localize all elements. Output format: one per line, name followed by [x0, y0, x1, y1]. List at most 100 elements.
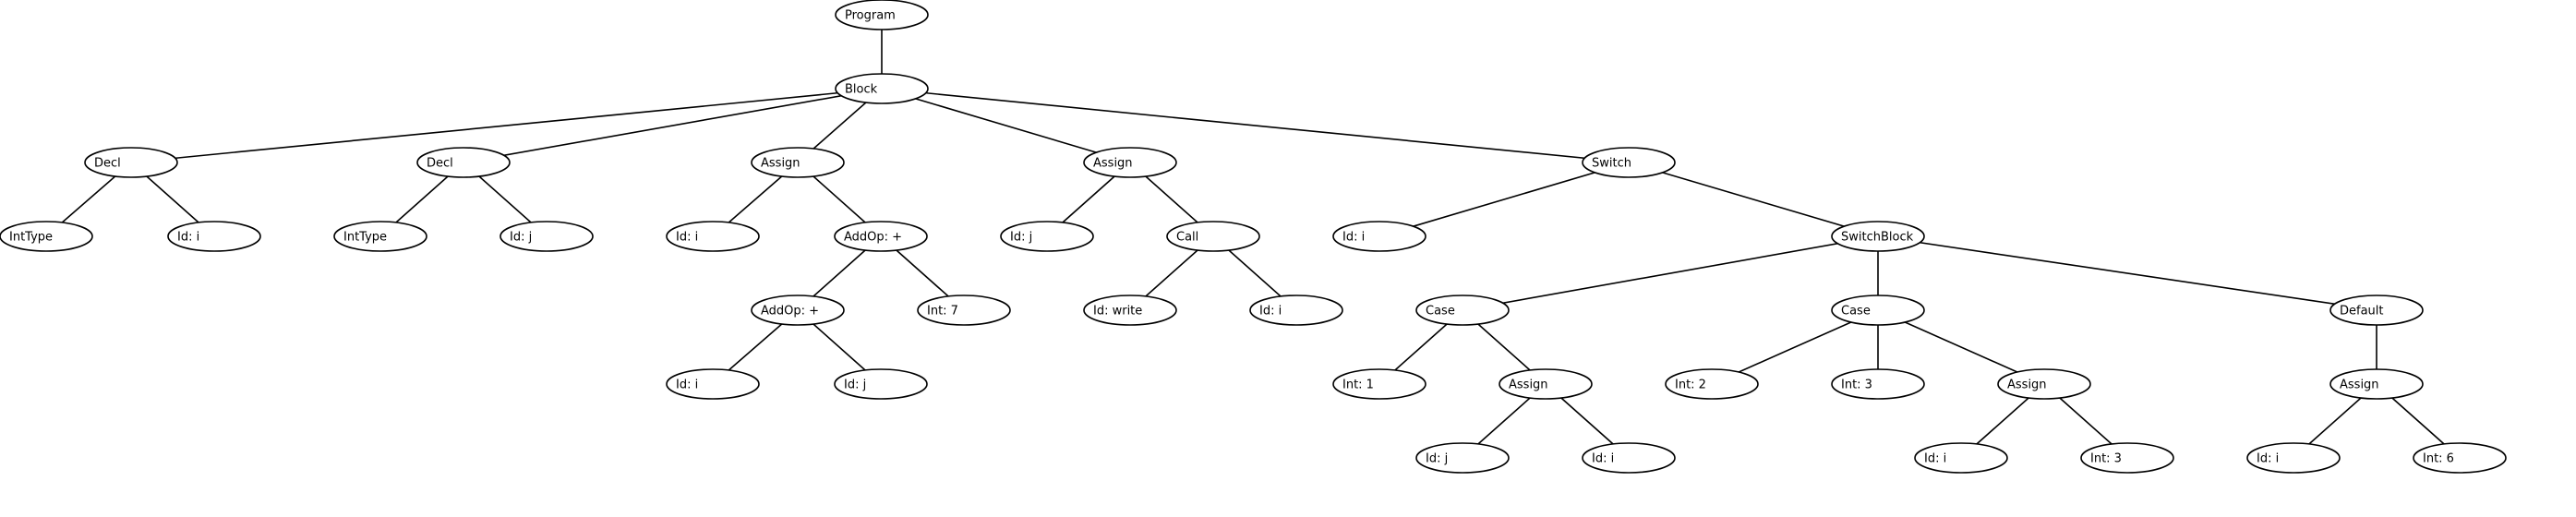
node-ellipse: [1831, 368, 1925, 400]
tree-node-case: Case: [1415, 295, 1510, 326]
node-label: Id: i: [676, 379, 698, 392]
tree-node-id-i: Id: i: [2246, 442, 2341, 474]
tree-node-id-i: Id: i: [167, 221, 261, 252]
tree-node-assign: Assign: [1997, 368, 2091, 400]
node-ellipse: [1582, 147, 1676, 178]
node-label: Int: 2: [1675, 379, 1706, 392]
node-label: SwitchBlock: [1841, 231, 1914, 245]
node-ellipse: [834, 221, 928, 252]
node-label: Id: j: [510, 231, 532, 245]
node-ellipse: [2246, 442, 2341, 474]
tree-node-addop: AddOp: +: [751, 295, 845, 326]
node-label: AddOp: +: [844, 231, 902, 245]
tree-node-id-j: Id: j: [500, 221, 594, 252]
node-label: Id: j: [1426, 452, 1448, 466]
node-label: Id: j: [844, 379, 866, 392]
tree-node-case: Case: [1831, 295, 1925, 326]
node-label: Case: [1426, 305, 1455, 319]
node-ellipse: [1166, 221, 1260, 252]
tree-edge: [1628, 162, 1879, 237]
tree-node-id-i: Id: i: [666, 368, 760, 400]
node-label: Int: 7: [927, 305, 958, 319]
node-ellipse: [84, 147, 178, 178]
tree-node-int-1: Int: 1: [1332, 368, 1426, 400]
node-ellipse: [751, 147, 845, 178]
tree-node-assign: Assign: [2329, 368, 2424, 400]
tree-node-decl: Decl: [84, 147, 178, 178]
node-ellipse: [1083, 147, 1177, 178]
node-ellipse: [1914, 442, 2008, 474]
node-label: Decl: [94, 157, 121, 171]
node-ellipse: [2329, 295, 2424, 326]
tree-node-id-i: Id: i: [1332, 221, 1426, 252]
tree-node-id-i: Id: i: [1914, 442, 2008, 474]
tree-node-assign: Assign: [1083, 147, 1177, 178]
tree-edge: [1877, 235, 2377, 311]
tree-node-decl: Decl: [416, 147, 511, 178]
tree-node-call: Call: [1166, 221, 1260, 252]
tree-node-inttype: IntType: [333, 221, 427, 252]
node-ellipse: [1415, 442, 1510, 474]
node-label: Call: [1176, 231, 1198, 245]
node-ellipse: [1997, 368, 2091, 400]
tree-node-assign: Assign: [1499, 368, 1593, 400]
tree-edge: [881, 88, 1630, 163]
node-label: Default: [2340, 305, 2384, 319]
node-label: Block: [845, 83, 878, 97]
node-label: Assign: [1093, 157, 1133, 171]
node-ellipse: [167, 221, 261, 252]
tree-node-int-7: Int: 7: [917, 295, 1011, 326]
tree-node-int-3: Int: 3: [2080, 442, 2174, 474]
tree-node-default: Default: [2329, 295, 2424, 326]
node-ellipse: [1582, 442, 1676, 474]
node-ellipse: [2329, 368, 2424, 400]
tree-edge: [130, 88, 883, 163]
node-label: Id: i: [1342, 231, 1365, 245]
tree-node-int-6: Int: 6: [2413, 442, 2507, 474]
node-label: Id: i: [1259, 305, 1282, 319]
tree-edge: [881, 88, 1131, 163]
node-label: AddOp: +: [761, 305, 819, 319]
node-ellipse: [2080, 442, 2174, 474]
node-ellipse: [0, 221, 93, 252]
node-label: Switch: [1592, 157, 1631, 171]
node-ellipse: [666, 368, 760, 400]
node-ellipse: [1332, 368, 1426, 400]
tree-node-addop: AddOp: +: [834, 221, 928, 252]
tree-node-block: Block: [835, 73, 929, 104]
node-ellipse: [835, 0, 929, 30]
tree-node-id-j: Id: j: [834, 368, 928, 400]
node-ellipse: [1249, 295, 1343, 326]
node-label: Id: i: [676, 231, 698, 245]
node-label: Decl: [427, 157, 453, 171]
node-ellipse: [834, 368, 928, 400]
tree-node-id-i: Id: i: [666, 221, 760, 252]
node-ellipse: [1831, 221, 1925, 252]
node-label: Id: j: [1010, 231, 1032, 245]
node-ellipse: [1000, 221, 1094, 252]
tree-edge: [463, 88, 883, 163]
tree-node-id-j: Id: j: [1415, 442, 1510, 474]
node-label: Id: i: [1924, 452, 1946, 466]
node-label: Int: 3: [2090, 452, 2122, 466]
tree-node-inttype: IntType: [0, 221, 93, 252]
node-label: Id: i: [177, 231, 199, 245]
tree-node-switch: Switch: [1582, 147, 1676, 178]
tree-node-switchblock: SwitchBlock: [1831, 221, 1925, 252]
node-ellipse: [500, 221, 594, 252]
node-ellipse: [1831, 295, 1925, 326]
node-ellipse: [1499, 368, 1593, 400]
node-ellipse: [333, 221, 427, 252]
tree-node-id-j: Id: j: [1000, 221, 1094, 252]
node-ellipse: [416, 147, 511, 178]
node-label: Id: write: [1093, 305, 1142, 319]
tree-node-int-3: Int: 3: [1831, 368, 1925, 400]
node-ellipse: [835, 73, 929, 104]
node-ellipse: [1332, 221, 1426, 252]
node-label: Program: [845, 9, 896, 23]
node-ellipse: [1083, 295, 1177, 326]
node-label: IntType: [343, 231, 387, 245]
node-label: Assign: [2340, 379, 2379, 392]
